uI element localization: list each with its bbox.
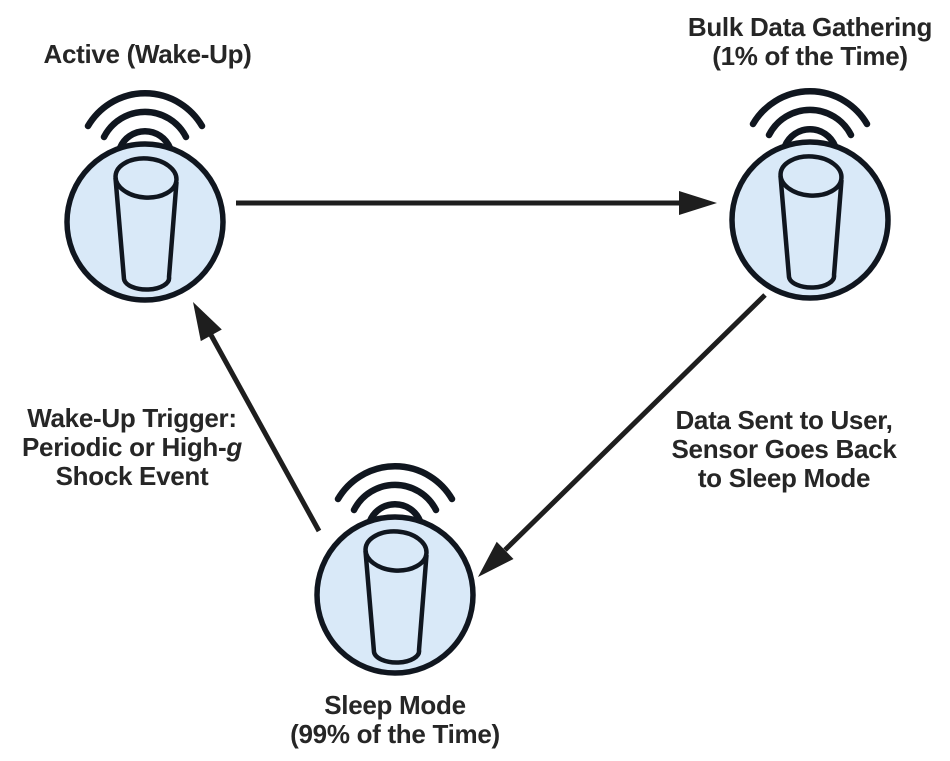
wake-up-trigger-line3: Shock Event [55, 461, 209, 491]
data-sent-line3: to Sleep Mode [697, 463, 871, 493]
arrow-bulk-to-sleep-line [503, 293, 767, 552]
wake-up-trigger-line2-italic-g: g [226, 432, 242, 462]
data-sent-line2: Sensor Goes Back [671, 434, 897, 464]
wake-up-trigger-line1: Wake-Up Trigger: [27, 403, 237, 433]
wake-up-trigger-line2-prefix: Periodic or High- [22, 432, 227, 462]
active-node-label-text: Active (Wake-Up) [43, 39, 252, 69]
arrow-sleep-to-active-head [193, 302, 222, 342]
bulk-data-label-line1: Bulk Data Gathering [687, 12, 933, 42]
bulk-data-node-icon [732, 91, 888, 298]
sleep-node-icon [317, 466, 473, 673]
data-sent-edge-label: Data Sent to User, Sensor Goes Back to S… [639, 406, 929, 493]
bulk-data-node-label: Bulk Data Gathering (1% of the Time) [665, 13, 950, 71]
arrow-active-to-bulk [236, 191, 717, 215]
data-sent-line1: Data Sent to User, [675, 405, 893, 435]
arrow-sleep-to-active-line [208, 333, 322, 533]
sleep-node-label: Sleep Mode (99% of the Time) [245, 691, 545, 749]
arrow-bulk-to-sleep [478, 293, 767, 577]
arrow-active-to-bulk-head [679, 191, 717, 215]
active-node-icon [67, 93, 223, 300]
bulk-data-label-line2: (1% of the Time) [712, 41, 908, 71]
sleep-label-line1: Sleep Mode [324, 690, 466, 720]
active-node-label: Active (Wake-Up) [0, 40, 295, 69]
wake-up-trigger-line2: Periodic or High-g [2, 433, 262, 462]
wake-up-trigger-edge-label: Wake-Up Trigger: Periodic or High-g Shoc… [2, 404, 262, 491]
sleep-label-line2: (99% of the Time) [290, 719, 500, 749]
arrow-sleep-to-active [193, 302, 322, 533]
arrow-bulk-to-sleep-head [478, 541, 514, 577]
